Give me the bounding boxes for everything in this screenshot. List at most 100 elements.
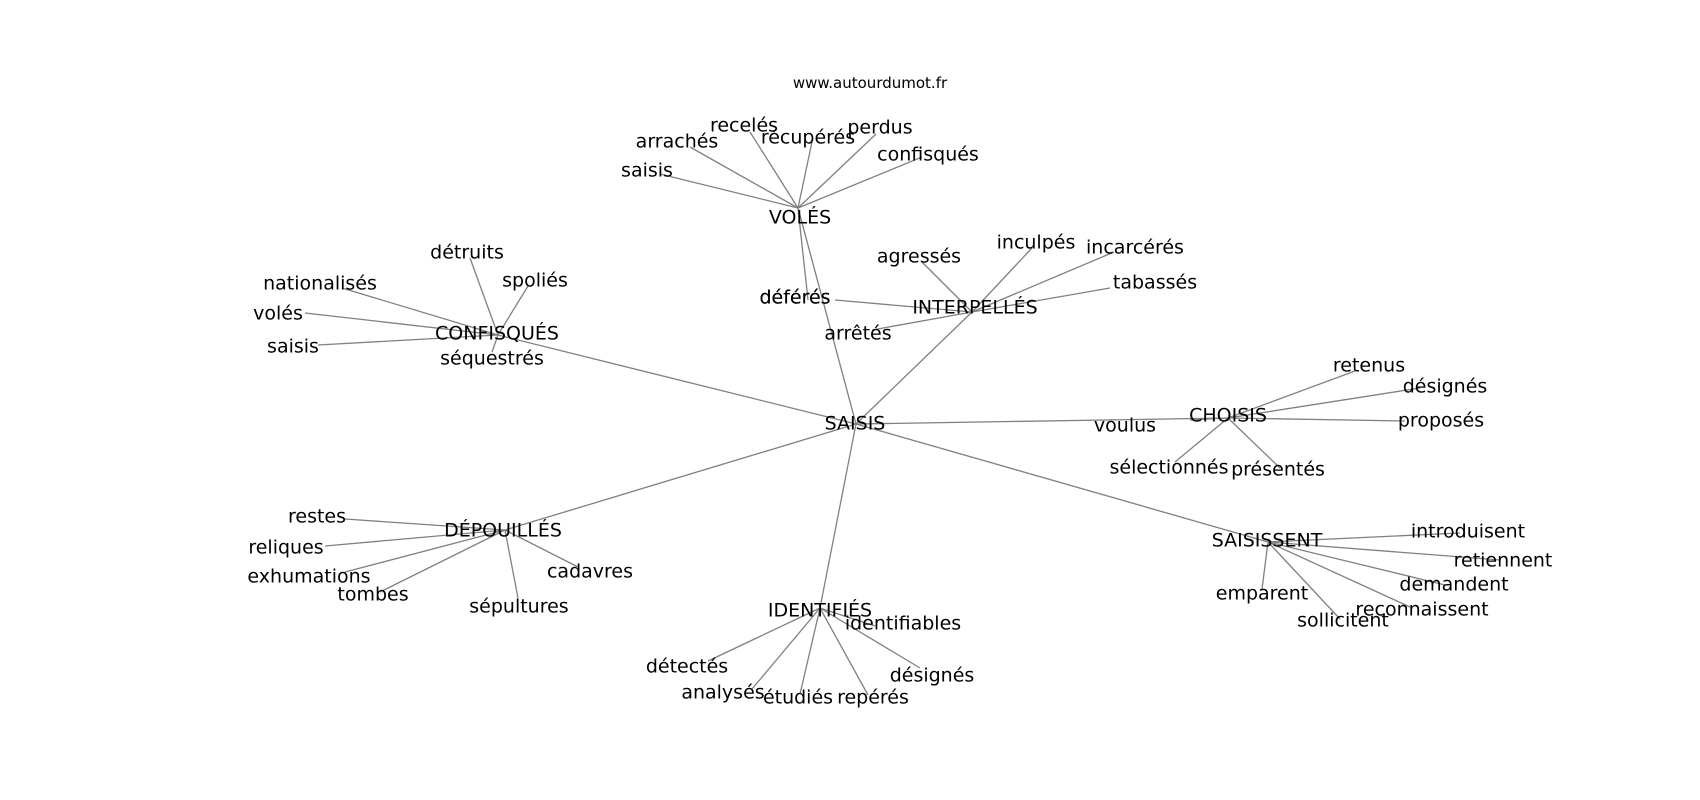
edge-center-to-hub [855,423,1269,543]
edge-center-to-hub [819,423,857,609]
leaf-node[interactable]: tombes [337,584,408,606]
center-node[interactable]: SAISIS [825,413,886,435]
leaf-node[interactable]: arrêtés [824,323,891,345]
hub-node[interactable]: SAISISSENT [1212,530,1323,552]
edge-hub-to-leaf [1227,387,1421,419]
leaf-node[interactable]: sollicitent [1297,610,1389,632]
edge-hub-to-leaf [1267,541,1411,608]
edge-hub-to-leaf [1267,541,1501,561]
edge-hub-to-leaf [799,607,821,695]
graph-labels: SAISIS VOLÉS saisis arrachésrecelésrécupéré… [247,115,1552,709]
edge-hub-to-leaf [497,285,529,336]
hub-node[interactable]: DÉPOUILLÉS [444,519,562,542]
edge-hub-to-leaf [341,287,499,336]
leaf-node[interactable]: tabassés [1113,272,1197,294]
hub-node[interactable]: INTERPELLÉS [912,296,1037,319]
leaf-node[interactable]: cadavres [547,561,633,583]
edge-hub-to-leaf [491,334,499,353]
leaf-node[interactable]: spoliés [502,270,568,292]
edge-hub-to-leaf [797,207,809,301]
leaf-node[interactable]: introduisent [1411,521,1525,543]
edge-hub-to-leaf [324,529,506,547]
leaf-node[interactable]: détectés [646,656,728,678]
leaf-node[interactable]: séquestrés [440,348,544,370]
hub-node[interactable]: IDENTIFIÉS [768,599,872,622]
edge-center-to-hub [797,207,857,425]
edge-center-to-hub [504,423,857,531]
edge-hub-to-leaf [1189,417,1229,421]
leaf-node[interactable]: demandent [1399,574,1508,596]
leaf-node[interactable]: retenus [1333,355,1405,377]
leaf-node[interactable]: proposés [1398,410,1484,432]
edge-hub-to-leaf [344,518,506,531]
leaf-node[interactable]: présentés [1231,459,1325,481]
leaf-node[interactable]: déférés [759,287,830,309]
leaf-node[interactable]: nationalisés [263,273,377,295]
edge-hub-to-leaf [1267,532,1461,543]
leaf-node[interactable]: sépultures [469,596,568,618]
leaf-node[interactable]: incarcérés [1086,237,1184,259]
edge-hub-to-leaf [971,247,1033,313]
leaf-node[interactable]: exhumations [247,566,370,588]
edge-hub-to-leaf [504,529,579,568]
edge-hub-to-leaf [819,607,869,696]
edge-hub-to-leaf [1227,370,1356,419]
hub-node[interactable]: CONFISQUÉS [435,322,559,345]
leaf-node[interactable]: récupérés [761,127,855,149]
leaf-node[interactable]: saisis [267,336,319,358]
edge-hub-to-leaf [659,173,799,209]
graph-edges [304,131,1501,696]
edge-hub-to-leaf [921,261,973,313]
leaf-node[interactable]: étudiés [763,687,833,709]
leaf-node[interactable]: confisqués [877,144,979,166]
edge-center-to-hub [497,334,857,425]
edge-hub-to-leaf [971,287,1111,313]
leaf-node[interactable]: saisis [621,160,673,182]
leaf-node[interactable]: reconnaissent [1355,599,1488,621]
leaf-node[interactable]: volés [253,303,303,325]
edge-hub-to-leaf [797,141,813,209]
leaf-node[interactable]: désignés [890,665,975,687]
leaf-node[interactable]: repérés [837,687,909,709]
edge-hub-to-leaf [469,257,499,336]
edge-hub-to-leaf [971,251,1115,313]
leaf-node[interactable]: agressés [877,246,961,268]
edge-hub-to-leaf [1227,417,1281,469]
edge-hub-to-leaf [1261,541,1269,590]
leaf-node[interactable]: emparent [1216,583,1308,605]
edge-hub-to-leaf [707,607,821,662]
leaf-node[interactable]: inculpés [997,232,1076,254]
edge-hub-to-leaf [797,156,923,209]
leaf-node[interactable]: perdus [847,117,912,139]
leaf-node[interactable]: identifiables [845,613,961,635]
edge-hub-to-leaf [504,529,519,599]
leaf-node[interactable]: déférés [759,287,830,309]
edge-center-to-hub [855,311,973,425]
source-url[interactable]: www.autourdumot.fr [793,74,948,92]
leaf-node[interactable]: restes [288,506,346,528]
leaf-node[interactable]: retiennent [1454,550,1553,572]
leaf-node[interactable]: détruits [430,242,504,264]
edge-hub-to-leaf [797,133,877,209]
edge-hub-to-leaf [304,312,499,336]
leaf-node[interactable]: arrachés [636,131,719,153]
edge-hub-to-leaf [834,299,973,313]
leaf-node[interactable]: sélectionnés [1109,457,1228,479]
leaf-node[interactable]: reliques [248,537,323,559]
edge-hub-to-leaf [1227,417,1406,422]
edge-hub-to-leaf [749,131,799,209]
leaf-node[interactable]: recelés [710,115,778,137]
edge-hub-to-leaf [819,607,921,669]
leaf-node[interactable]: désignés [1403,376,1488,398]
edge-hub-to-leaf [1267,541,1341,620]
edge-hub-to-leaf [819,607,876,627]
hub-node[interactable]: CHOISIS [1189,405,1267,427]
hub-node[interactable]: VOLÉS [769,206,831,229]
leaf-node[interactable]: voulus [1094,415,1156,437]
edge-hub-to-leaf [344,529,506,573]
edge-hub-to-leaf [689,146,799,209]
edge-hub-to-leaf [1174,417,1229,463]
edge-center-to-hub [855,417,1229,425]
leaf-node[interactable]: analysés [681,682,764,704]
